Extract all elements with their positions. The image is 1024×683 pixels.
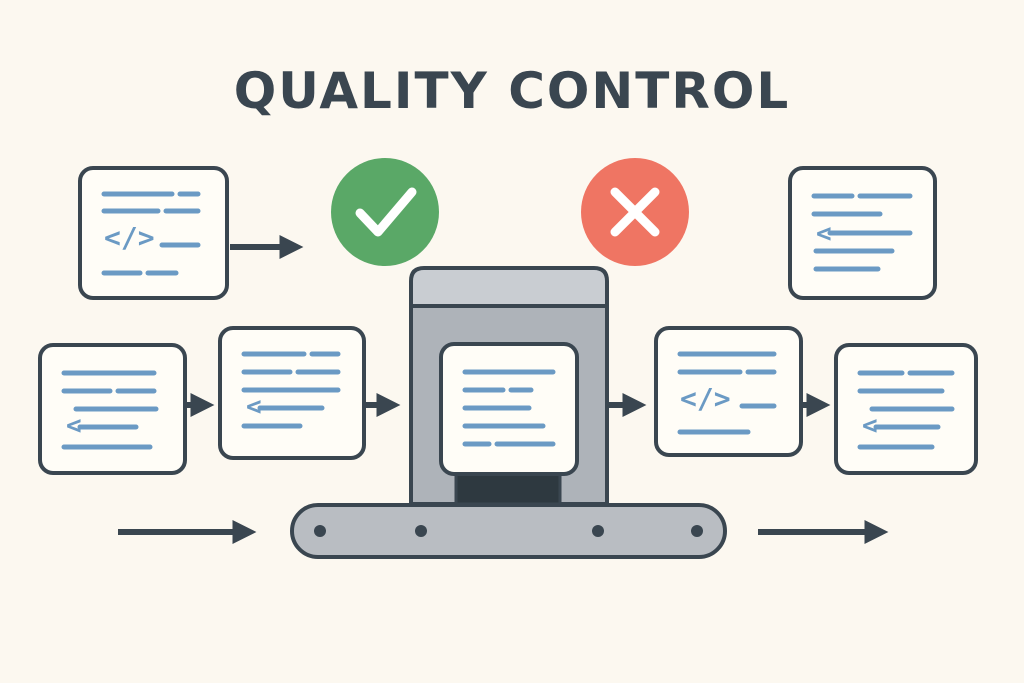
conveyor-belt-icon [290,503,727,559]
doc-row-1: < [38,343,187,475]
page-title: QUALITY CONTROL [233,62,791,120]
document-card [654,326,803,457]
doc-top-right: < [788,166,937,300]
code-tag-icon: </> [104,221,155,254]
doc-row-4: < [834,343,978,475]
document-card [78,166,229,300]
doc-row-3: </> [654,326,803,457]
chevron-left-icon: < [246,392,262,422]
doc-row-2: < [218,326,366,460]
code-documents: </> < < < </> < [38,166,978,476]
code-tag-icon: </> [680,382,731,415]
chevron-left-icon: < [862,411,878,441]
flow-arrows [118,235,889,544]
doc-top-left: </> [78,166,229,300]
document-card [218,326,366,460]
doc-scanner [439,342,579,476]
chevron-left-icon: < [66,411,82,441]
cross-mark-icon [581,158,689,266]
chevron-left-icon: < [816,219,832,249]
check-mark-icon [331,158,439,266]
